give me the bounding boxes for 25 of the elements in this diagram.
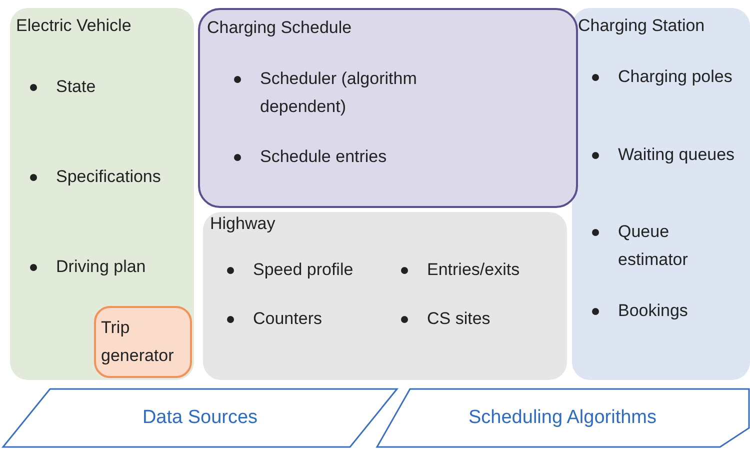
bullet-text: Speed profile <box>253 259 354 281</box>
bullet-text: Waiting queues <box>618 144 736 166</box>
bullet-text: Charging poles <box>618 66 734 88</box>
bullet-text: Counters <box>253 308 323 330</box>
bullet-text: CS sites <box>427 308 492 330</box>
bullet-text: Entries/exits <box>427 259 521 281</box>
box-label: Trip generator <box>101 317 175 367</box>
section-label: Scheduling Algorithms <box>468 407 656 429</box>
bullet-text: Driving plan <box>56 256 147 278</box>
bullet-text: Queue estimator <box>618 221 689 271</box>
tag-box <box>94 306 192 378</box>
bullet-text: Bookings <box>618 300 689 322</box>
section-heading: Charging Station <box>578 16 705 36</box>
bullet-text: State <box>56 76 97 98</box>
panel <box>572 8 750 380</box>
panel <box>10 8 194 380</box>
bullet-text: Specifications <box>56 166 162 188</box>
panel <box>198 8 578 208</box>
section-label: Data Sources <box>142 407 258 429</box>
bullet-text: Schedule entries <box>260 146 388 168</box>
section-heading: Highway <box>210 214 276 234</box>
panel <box>203 212 567 380</box>
bullet-text: Scheduler (algorithm dependent) <box>260 68 418 118</box>
section-heading: Charging Schedule <box>207 18 352 38</box>
section-heading: Electric Vehicle <box>16 16 132 36</box>
